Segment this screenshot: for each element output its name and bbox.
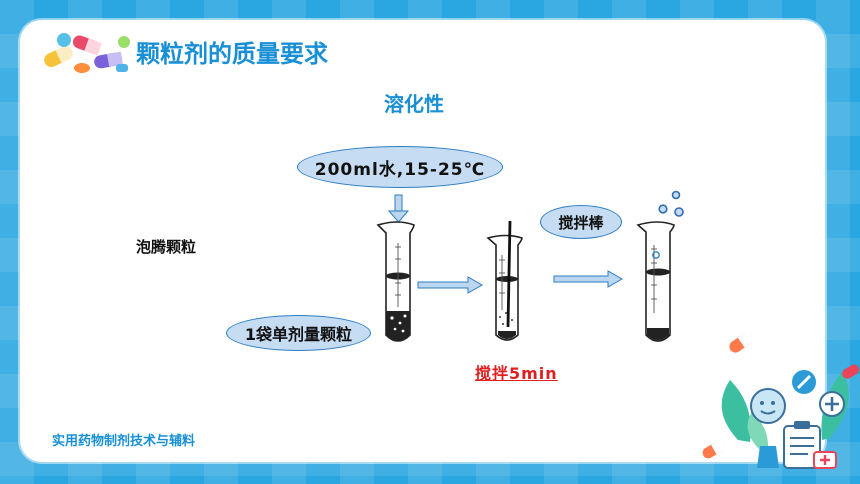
side-label: 泡腾颗粒 <box>136 238 197 256</box>
medical-clipboard-icon <box>702 330 860 469</box>
down-arrow <box>387 194 410 223</box>
stir-time-label: 搅拌5min <box>475 364 558 383</box>
footer-text: 实用药物制剂技术与辅料 <box>52 434 196 449</box>
water-condition-callout: 200ml水,15-25℃ <box>297 146 503 188</box>
gas-bubbles <box>658 190 684 217</box>
dissolution-diagram <box>376 190 684 342</box>
right-arrow-1 <box>417 276 484 294</box>
pills-icon <box>44 33 130 73</box>
test-tube-1 <box>376 221 415 342</box>
right-arrow-2 <box>553 270 624 288</box>
packet-callout: 1袋单剂量颗粒 <box>226 315 371 351</box>
stirring-rod-callout: 搅拌棒 <box>540 205 622 239</box>
test-tube-3 <box>636 221 675 342</box>
slide-card <box>20 20 825 462</box>
section-subtitle: 溶化性 <box>384 92 444 116</box>
test-tube-2 <box>486 220 523 341</box>
page-title: 颗粒剂的质量要求 <box>136 40 328 68</box>
stirring-rod <box>506 220 512 328</box>
